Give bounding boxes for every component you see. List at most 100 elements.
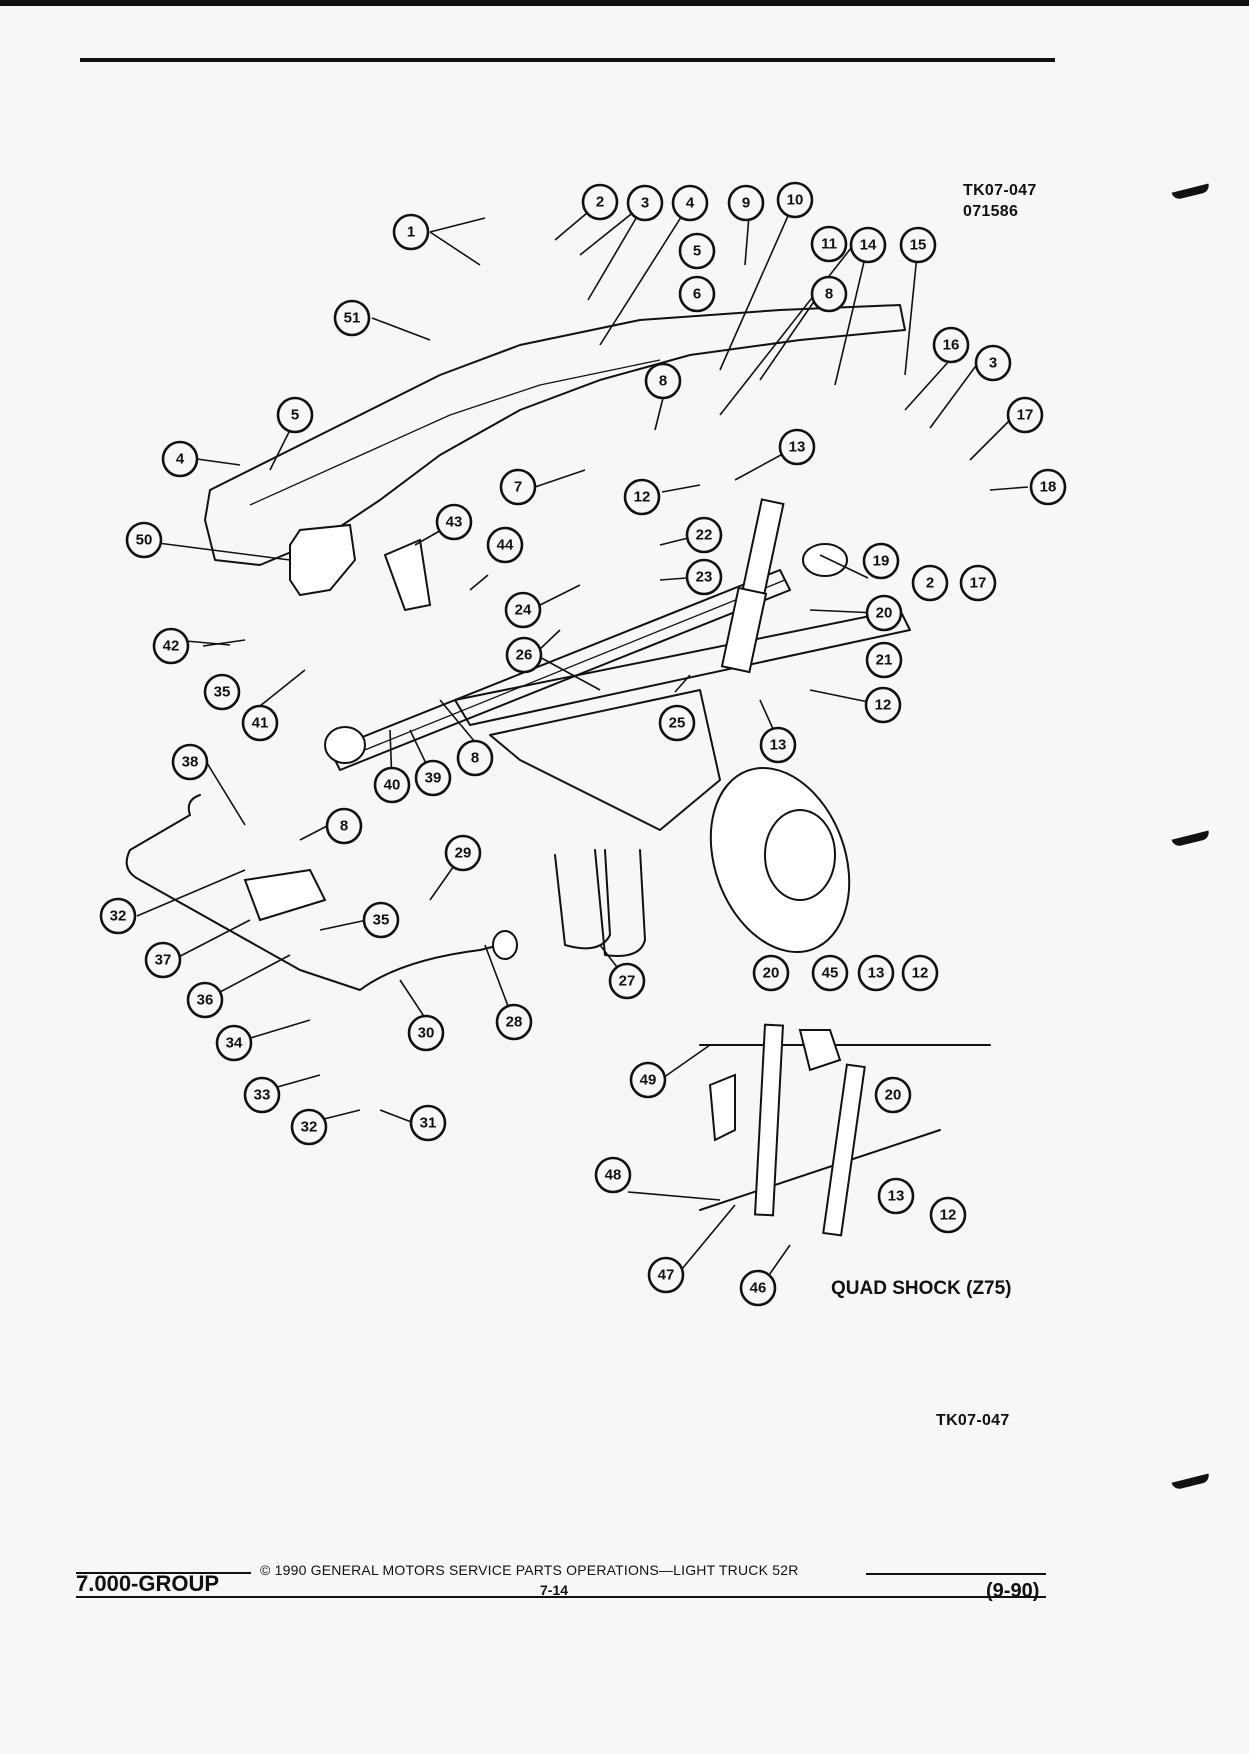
callout-22: 22: [685, 516, 723, 554]
callout-7: 7: [499, 468, 537, 506]
illustration-number: 071586: [963, 203, 1019, 220]
callout-13: 13: [778, 428, 816, 466]
svg-text:36: 36: [197, 992, 214, 1009]
callout-24: 24: [504, 591, 542, 629]
svg-text:3: 3: [641, 195, 649, 212]
callout-1: 1: [392, 213, 430, 251]
svg-text:21: 21: [876, 652, 893, 669]
svg-text:17: 17: [1017, 407, 1034, 424]
svg-text:20: 20: [763, 965, 780, 982]
quad-shock-inset: [699, 1023, 991, 1237]
frame-rail: [204, 304, 906, 612]
callout-12d: 12: [929, 1196, 967, 1234]
illustration-reference: TK07-047 071586: [963, 180, 1037, 222]
callout-20: 20: [865, 594, 903, 632]
illustration-code: TK07-047: [963, 182, 1037, 199]
callout-28: 28: [495, 1003, 533, 1041]
callout-8: 8: [810, 275, 848, 313]
svg-text:6: 6: [693, 286, 701, 303]
header-rule: [80, 58, 1055, 62]
svg-text:51: 51: [344, 310, 361, 327]
callout-19: 19: [862, 542, 900, 580]
callout-13b: 13: [759, 726, 797, 764]
svg-text:39: 39: [425, 770, 442, 787]
svg-text:8: 8: [340, 818, 348, 835]
svg-text:47: 47: [658, 1267, 675, 1284]
svg-text:12: 12: [875, 697, 892, 714]
leaf-spring: [324, 543, 848, 771]
svg-text:29: 29: [455, 845, 472, 862]
svg-text:14: 14: [860, 237, 877, 254]
svg-text:28: 28: [506, 1014, 523, 1031]
svg-text:13: 13: [789, 439, 806, 456]
svg-text:8: 8: [471, 750, 479, 767]
callout-13d: 13: [877, 1177, 915, 1215]
callout-2: 2: [581, 183, 619, 221]
callout-29: 29: [444, 834, 482, 872]
callout-33: 33: [243, 1076, 281, 1114]
svg-text:27: 27: [619, 973, 636, 990]
svg-text:13: 13: [770, 737, 787, 754]
callout-8d: 8: [325, 807, 363, 845]
footer-right-rule: [866, 1573, 1046, 1575]
svg-text:11: 11: [821, 236, 837, 253]
svg-text:13: 13: [888, 1188, 905, 1205]
callout-47: 47: [647, 1256, 685, 1294]
callout-27: 27: [608, 962, 646, 1000]
callout-35b: 35: [362, 901, 400, 939]
svg-text:13: 13: [868, 965, 885, 982]
callout-2b: 2: [911, 564, 949, 602]
callout-18: 18: [1029, 468, 1067, 506]
stabilizer-bar: [125, 794, 518, 991]
callout-8b: 8: [644, 362, 682, 400]
svg-text:50: 50: [136, 532, 153, 549]
callout-9: 9: [727, 184, 765, 222]
callout-48: 48: [594, 1156, 632, 1194]
callout-36: 36: [186, 981, 224, 1019]
callout-10: 10: [776, 181, 814, 219]
svg-text:49: 49: [640, 1072, 657, 1089]
svg-text:42: 42: [163, 638, 180, 655]
svg-text:4: 4: [176, 451, 185, 468]
svg-text:30: 30: [418, 1025, 435, 1042]
svg-text:26: 26: [516, 647, 533, 664]
callout-20c: 20: [874, 1076, 912, 1114]
callout-15: 15: [899, 226, 937, 264]
callout-30: 30: [407, 1014, 445, 1052]
svg-text:33: 33: [254, 1087, 271, 1104]
callout-17b: 17: [959, 564, 997, 602]
callout-12c: 12: [901, 954, 939, 992]
svg-text:40: 40: [384, 777, 401, 794]
footer-copyright: © 1990 GENERAL MOTORS SERVICE PARTS OPER…: [260, 1562, 799, 1578]
callout-4: 4: [671, 184, 709, 222]
illustration-code-bottom: TK07-047: [936, 1412, 1010, 1429]
svg-text:9: 9: [742, 195, 750, 212]
svg-text:5: 5: [291, 407, 299, 424]
callout-45: 45: [811, 954, 849, 992]
svg-text:3: 3: [989, 355, 997, 372]
svg-text:7: 7: [514, 479, 522, 496]
callout-44: 44: [486, 526, 524, 564]
callout-32b: 32: [290, 1108, 328, 1146]
callout-13c: 13: [857, 954, 895, 992]
callout-51: 51: [333, 299, 371, 337]
callout-50: 50: [125, 521, 163, 559]
callout-3b: 3: [974, 344, 1012, 382]
callout-5: 5: [678, 232, 716, 270]
callout-12b: 12: [864, 686, 902, 724]
svg-text:2: 2: [926, 575, 934, 592]
svg-text:20: 20: [885, 1087, 902, 1104]
callout-20b: 20: [752, 954, 790, 992]
callout-46: 46: [739, 1269, 777, 1307]
svg-text:23: 23: [696, 569, 713, 586]
callout-41: 41: [241, 704, 279, 742]
svg-text:18: 18: [1040, 479, 1057, 496]
svg-text:25: 25: [669, 715, 686, 732]
callout-4b: 4: [161, 440, 199, 478]
page-top-edge: [0, 0, 1249, 6]
callout-25: 25: [658, 704, 696, 742]
svg-text:44: 44: [497, 537, 514, 554]
footer-group: 7.000-GROUP: [76, 1571, 220, 1596]
footer-page-number: 7-14: [540, 1582, 569, 1598]
